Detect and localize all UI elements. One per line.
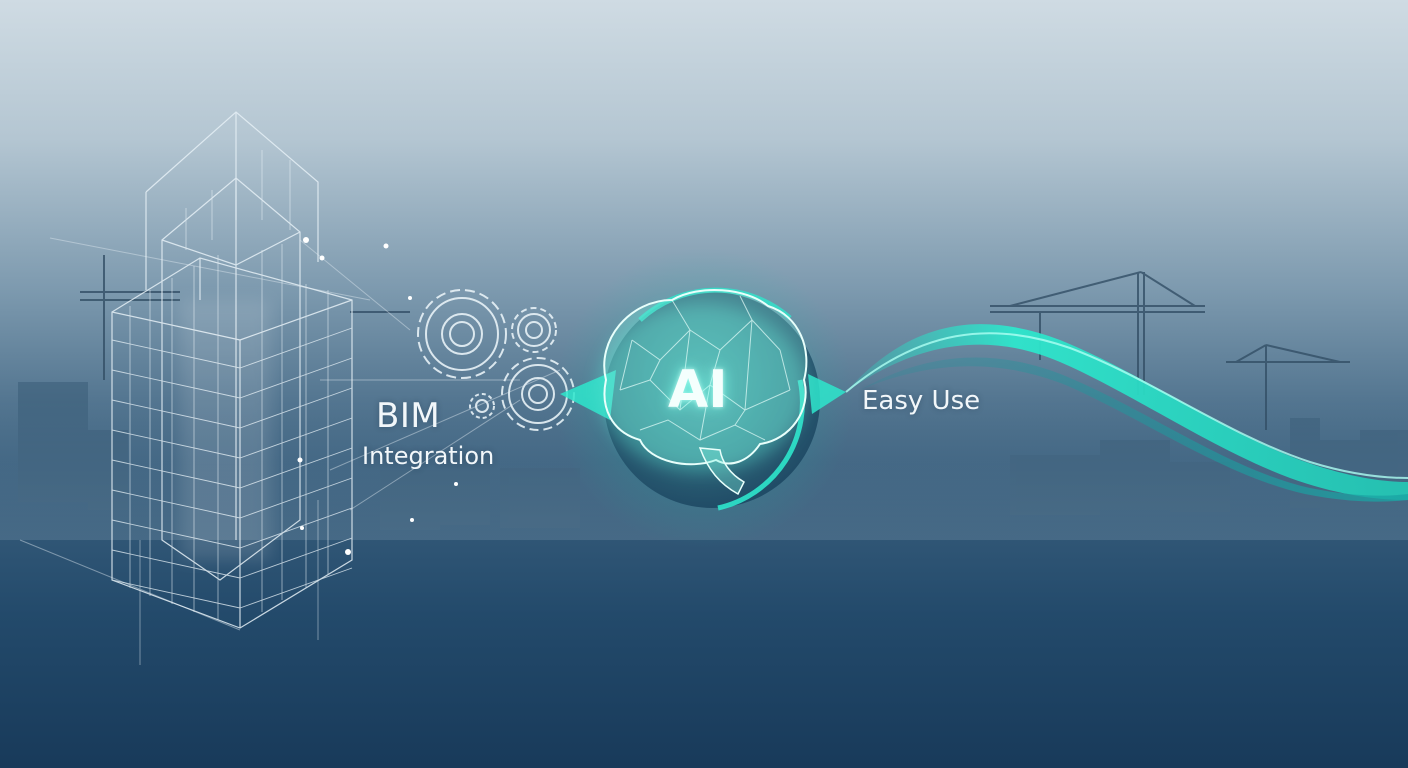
bim-title: BIM [376,396,441,436]
brain-icon [598,289,808,496]
easy-use-label: Easy Use [862,386,981,416]
bim-subtitle: Integration [362,442,495,470]
teal-wave-icon [845,324,1408,502]
data-node-dots [297,237,458,555]
gears-icon [417,289,575,431]
ai-label: AI [668,360,728,420]
construction-crane-icon [80,255,1350,430]
wireframe-building-icon [111,111,353,629]
